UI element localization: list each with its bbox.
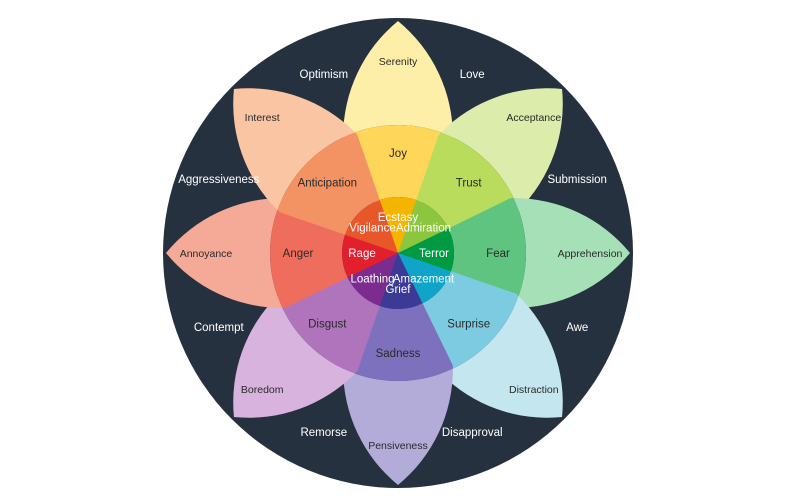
petal-band-trust-inner — [398, 200, 451, 253]
petal-band-joy-inner — [373, 197, 423, 253]
petal-band-sadness-inner — [373, 253, 423, 309]
emotion-label-vigilance: Vigilance — [349, 223, 395, 235]
dyad-label-contempt: Contempt — [194, 322, 245, 334]
emotion-label-sadness: Sadness — [376, 348, 421, 360]
emotion-label-fear: Fear — [486, 248, 510, 260]
petal-band-surprise-outer — [439, 294, 563, 418]
emotion-label-distraction: Distraction — [509, 384, 559, 396]
petal-band-anticipation-middle — [276, 131, 380, 235]
emotion-label-loathing: Loathing — [350, 274, 394, 286]
emotion-label-anticipation: Anticipation — [298, 177, 357, 189]
dyad-label-remorse: Remorse — [300, 427, 347, 439]
emotion-label-disgust: Disgust — [308, 319, 347, 331]
petal-band-disgust-inner — [345, 253, 398, 306]
emotion-label-pensiveness: Pensiveness — [368, 440, 428, 452]
emotion-label-joy: Joy — [389, 148, 407, 160]
petal-band-fear-inner — [398, 228, 454, 278]
petal-band-anticipation-inner — [345, 200, 398, 253]
petal-band-trust-outer — [439, 88, 563, 212]
emotion-label-serenity: Serenity — [379, 56, 418, 68]
dyad-label-love: Love — [460, 69, 485, 81]
emotion-label-boredom: Boredom — [241, 384, 284, 396]
emotion-label-apprehension: Apprehension — [558, 248, 623, 260]
emotion-label-surprise: Surprise — [447, 319, 490, 331]
emotion-label-anger: Anger — [283, 248, 314, 260]
emotion-label-amazement: Amazement — [393, 274, 455, 286]
dyad-label-submission: Submission — [547, 174, 606, 186]
emotion-label-terror: Terror — [419, 248, 449, 260]
petal-band-anticipation-outer — [233, 88, 357, 212]
emotion-label-ecstasy: Ecstasy — [378, 212, 419, 224]
emotion-label-acceptance: Acceptance — [506, 112, 561, 124]
emotion-label-trust: Trust — [456, 177, 483, 189]
petal-band-surprise-inner — [398, 253, 451, 306]
emotion-label-annoyance: Annoyance — [180, 248, 233, 260]
dyad-label-awe: Awe — [566, 322, 588, 334]
petal-band-disgust-outer — [233, 294, 357, 418]
dyad-label-aggressiveness: Aggressiveness — [178, 174, 259, 186]
petal-band-anger-inner — [342, 228, 398, 278]
dyad-label-optimism: Optimism — [300, 69, 349, 81]
emotion-label-rage: Rage — [348, 248, 376, 260]
emotion-label-interest: Interest — [245, 112, 280, 124]
emotion-label-admiration: Admiration — [396, 223, 451, 235]
dyad-label-disapproval: Disapproval — [442, 427, 503, 439]
petal-anticipation — [233, 88, 398, 253]
emotion-label-grief: Grief — [386, 284, 412, 296]
